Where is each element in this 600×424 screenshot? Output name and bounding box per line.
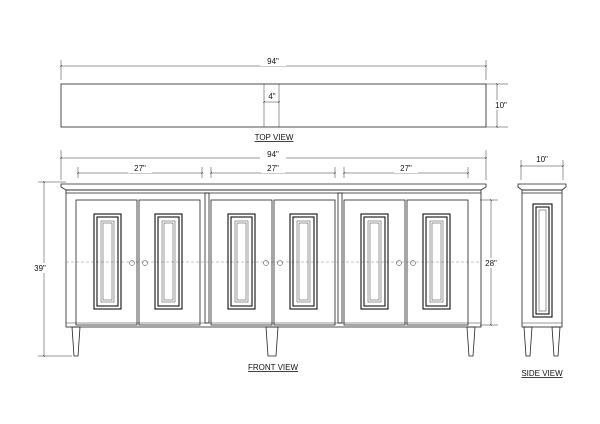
door-knob: [263, 260, 269, 266]
cabinet-leg: [466, 326, 476, 357]
section-width-label: 27": [134, 164, 146, 173]
side-view-caption: SIDE VIEW: [521, 369, 563, 378]
section-width-dimension-3: 27": [342, 164, 470, 178]
cabinet-door: [406, 199, 469, 326]
cabinet-leg: [71, 326, 81, 357]
cabinet-door: [210, 199, 273, 326]
cabinet-leg: [265, 326, 279, 357]
front-view: 94" 27" 27" 27": [30, 150, 503, 372]
front-view-height-dimension: 39": [30, 180, 72, 358]
side-top: [517, 183, 567, 191]
top-view: 94" 4" 10" TOP VIEW: [59, 57, 510, 142]
cabinet-door: [273, 199, 336, 326]
front-view-height-label: 39": [34, 264, 46, 273]
top-view-outline: [60, 83, 487, 128]
side-leg: [523, 326, 533, 357]
top-view-width-label: 94": [267, 57, 279, 66]
section-width-dimension-2: 27": [209, 164, 337, 178]
section-width-label: 27": [400, 164, 412, 173]
top-view-caption: TOP VIEW: [255, 133, 294, 142]
cabinet-door: [75, 199, 138, 326]
top-view-width-dimension: 94": [59, 57, 488, 80]
cabinet-carcass: [65, 189, 482, 328]
cabinet-door: [343, 199, 406, 326]
top-view-depth-label: 10": [495, 101, 507, 110]
door-height-label: 28": [485, 259, 497, 268]
cabinet-top: [60, 183, 487, 191]
side-panel: [521, 189, 563, 328]
door-knob: [410, 260, 416, 266]
front-view-width-label: 94": [267, 150, 279, 159]
front-view-caption: FRONT VIEW: [248, 363, 299, 372]
top-view-center-label: 4": [268, 92, 275, 101]
section-width-dimension-1: 27": [76, 164, 204, 178]
section-width-label: 27": [267, 164, 279, 173]
top-view-depth-dimension: 10": [486, 82, 510, 129]
front-view-width-dimension: 94": [59, 150, 488, 180]
side-view-depth-dimension: 10": [519, 155, 565, 180]
door-knob: [129, 260, 135, 266]
door-knob: [396, 260, 402, 266]
door-height-dimension: 28": [480, 198, 503, 327]
side-view-depth-label: 10": [536, 155, 548, 164]
side-leg: [551, 326, 561, 357]
door-knob: [142, 260, 148, 266]
side-view: 10" SIDE VIEW: [517, 155, 567, 378]
cabinet-door: [138, 199, 201, 326]
door-knob: [277, 260, 283, 266]
